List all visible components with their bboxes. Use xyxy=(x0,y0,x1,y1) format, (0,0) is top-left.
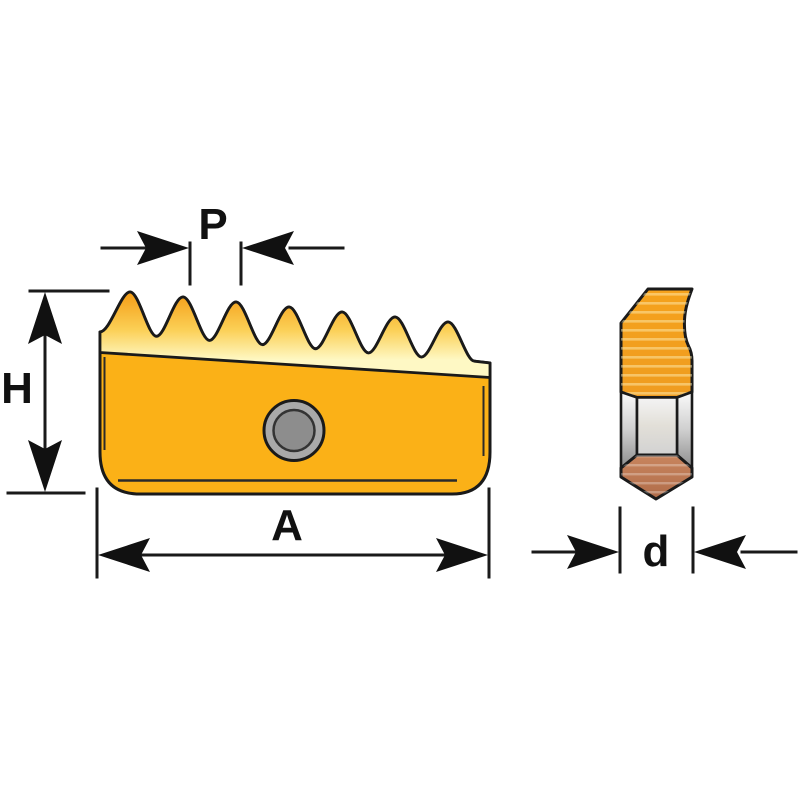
side-view xyxy=(619,287,694,501)
length-label: A xyxy=(271,501,303,550)
dimension-height: H xyxy=(1,289,110,495)
width-left-arrowhead-icon xyxy=(567,535,619,569)
pitch-label: P xyxy=(198,200,227,249)
height-down-arrowhead-icon xyxy=(28,440,62,492)
countersink-bore xyxy=(635,396,679,457)
mounting-hole-inner xyxy=(272,408,316,453)
front-view xyxy=(98,290,492,496)
dimension-length: A xyxy=(95,487,491,579)
height-label: H xyxy=(1,364,33,413)
height-up-arrowhead-icon xyxy=(28,292,62,344)
width-right-arrowhead-icon xyxy=(694,535,746,569)
length-right-arrowhead-icon xyxy=(436,538,488,572)
dimension-pitch: P xyxy=(100,200,345,286)
pitch-left-arrowhead-icon xyxy=(137,231,189,265)
length-left-arrowhead-icon xyxy=(98,538,150,572)
side-seat-stripes xyxy=(621,455,692,499)
pitch-right-arrowhead-icon xyxy=(242,231,294,265)
width-label: d xyxy=(643,527,670,576)
side-upper-stripes xyxy=(621,289,692,398)
thread-teeth xyxy=(98,290,492,379)
dimension-width: d xyxy=(531,506,798,576)
